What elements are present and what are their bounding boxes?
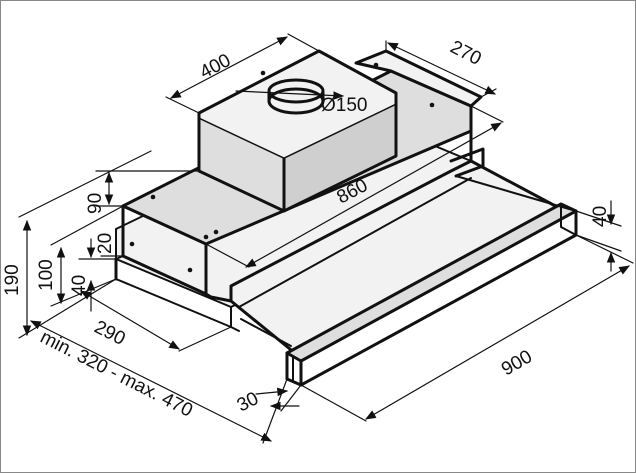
dim-step: 20	[95, 233, 116, 254]
dim-depth-base: 290	[91, 317, 129, 350]
dim-motor-height: 90	[85, 193, 106, 214]
dim-duct-diameter: Ø150	[321, 95, 367, 116]
dim-total-height: 190	[2, 264, 23, 296]
dim-front-width: 900	[498, 346, 536, 380]
dim-depth-top: 270	[447, 37, 485, 70]
dim-front-depth: 30	[234, 388, 262, 416]
dim-width-top: 400	[196, 50, 234, 83]
dimension-lines	[18, 33, 634, 444]
dim-body-height: 100	[36, 259, 57, 291]
dim-front-panel: 40	[69, 275, 90, 296]
dim-front-panel-height: 40	[590, 206, 611, 227]
